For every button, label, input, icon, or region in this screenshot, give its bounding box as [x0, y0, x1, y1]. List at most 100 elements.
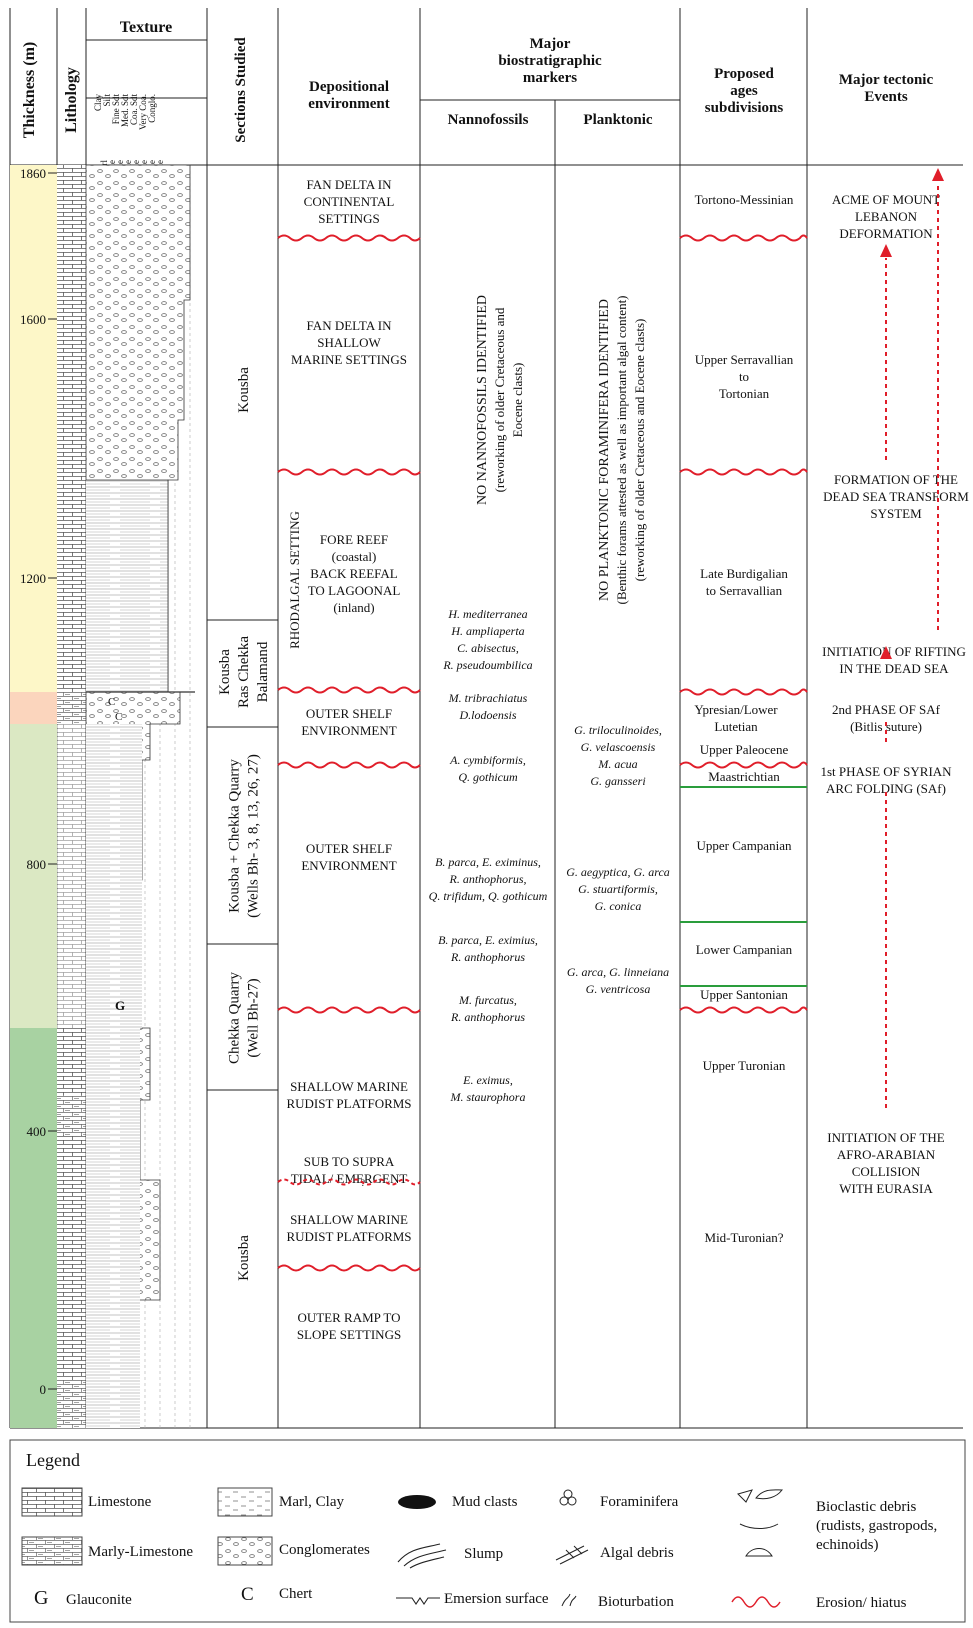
env-2-1: (coastal) — [332, 549, 377, 564]
erosion-wave — [277, 1264, 421, 1272]
band-paleogene — [10, 692, 57, 724]
nanno-2-1: Q. gothicum — [458, 770, 518, 784]
env-4-1: ENVIRONMENT — [301, 723, 396, 738]
age-5-0: Maastrichtian — [708, 769, 780, 784]
erosion-wave — [679, 234, 808, 242]
plank-2-1: G. ventricosa — [586, 982, 651, 996]
band-miocene — [10, 165, 57, 692]
tec-5-1: AFRO-ARABIAN — [837, 1147, 936, 1162]
tec-3-1: (Bitlis suture) — [850, 719, 922, 734]
erosion-wave — [277, 686, 421, 694]
marl-swatch — [217, 1487, 273, 1517]
tec-1-2: SYSTEM — [870, 506, 922, 521]
nanno-0-0: H. mediterranea — [447, 607, 527, 621]
tec-0-1: LEBANON — [855, 209, 918, 224]
bioturbation-icon — [561, 1593, 577, 1607]
texture-top-3: Med. Sdt — [120, 94, 130, 128]
age-1-2: Tortonian — [719, 386, 770, 401]
age-1-0: Upper Serravallian — [695, 352, 794, 367]
tectonic-events: ACME OF MOUNTLEBANONDEFORMATIONFORMATION… — [820, 192, 969, 1196]
age-9-0: Upper Turonian — [703, 1058, 786, 1073]
env-9-0: OUTER RAMP TO — [297, 1310, 400, 1325]
slump-icon — [397, 1543, 447, 1569]
age-2-0: Late Burdigalian — [700, 566, 788, 581]
plank-0-1: G. velascoensis — [581, 740, 656, 754]
plank-1-2: G. conica — [595, 899, 642, 913]
tec-2-1: IN THE DEAD SEA — [839, 661, 949, 676]
plank-header: Planktonic — [583, 112, 653, 128]
env-4-0: OUTER SHELF — [306, 706, 392, 721]
legend-chert: Chert — [279, 1586, 313, 1602]
conglomerates-swatch — [217, 1536, 273, 1566]
env-7-1: TIDAL/ EMERGENT — [291, 1171, 408, 1186]
age-boundaries — [680, 786, 807, 987]
biostrat-header-3: markers — [523, 70, 577, 86]
age-8-0: Upper Santonian — [700, 987, 788, 1002]
env-2-3: TO LAGOONAL — [308, 583, 401, 598]
algal-debris-icon — [555, 1545, 589, 1565]
erosion-wave — [679, 1006, 808, 1014]
env-2-2: BACK REEFAL — [310, 566, 398, 581]
texture-top-6: Conglo. — [147, 94, 157, 123]
section-4-line-0: Kousba — [236, 1235, 252, 1281]
env-0-1: CONTINENTAL — [304, 194, 395, 209]
texture-top-5: Very Coa. — [138, 94, 148, 130]
texture-column: C C G — [85, 164, 195, 1429]
age-3-1: Lutetian — [714, 719, 758, 734]
ages-header-1: Proposed — [714, 66, 774, 82]
texture-top-0: Clay — [93, 94, 103, 111]
emersion-icon — [396, 1597, 440, 1605]
erosion-wave — [277, 468, 421, 476]
legend-conglomerates: Conglomerates — [279, 1542, 370, 1558]
legend-bioclastic-3: echinoids) — [816, 1537, 878, 1553]
erosion-wave — [679, 688, 808, 696]
mud-clasts-icon — [398, 1495, 436, 1509]
erosion-wave — [679, 761, 808, 769]
tick-label: 0 — [40, 1382, 47, 1397]
nanno-4-1: R. anthophorus — [450, 950, 525, 964]
nanno-none-1: (reworking of older Cretaceous and — [492, 307, 507, 492]
legend-mud-clasts: Mud clasts — [452, 1494, 518, 1510]
plank-1-0: G. aegyptica, G. arca — [566, 865, 670, 879]
legend-marl: Marl, Clay — [279, 1494, 344, 1510]
plank-2-0: G. arca, G. linneiana — [567, 965, 669, 979]
env-6-0: SHALLOW MARINE — [290, 1079, 408, 1094]
tec-5-2: COLLISION — [852, 1164, 921, 1179]
chert-symbol: C — [241, 1584, 254, 1605]
thickness-header: Thickness (m) — [21, 42, 38, 138]
env-7-0: SUB TO SUPRA — [304, 1154, 395, 1169]
erosion-wave — [277, 234, 421, 242]
bioclastic-icon — [737, 1489, 784, 1557]
section-3-line-0: Chekka Quarry — [227, 971, 243, 1064]
legend: Legend Limestone Marly-Limestone G Glauc… — [9, 1439, 966, 1623]
erosion-wave — [277, 1178, 421, 1186]
plank-0-0: G. triloculinoides, — [574, 723, 662, 737]
nanno-1-0: M. tribrachiatus — [448, 691, 528, 705]
age-7-0: Lower Campanian — [696, 942, 793, 957]
nanno-0-1: H. ampliaperta — [450, 624, 524, 638]
erosion-wave — [277, 1006, 421, 1014]
plank-1-1: G. stuartiformis, — [578, 882, 658, 896]
section-2-line-0: Kousba + Chekka Quarry — [227, 759, 243, 913]
svg-text:C: C — [108, 696, 115, 708]
legend-bioclastic-2: (rudists, gastropods, — [816, 1518, 937, 1534]
age-6-0: Upper Campanian — [697, 838, 792, 853]
tec-0-2: DEFORMATION — [839, 226, 933, 241]
env-1-1: SHALLOW — [317, 335, 381, 350]
tick-label: 1200 — [20, 571, 46, 586]
erosion-hiatus-lines — [277, 234, 808, 1272]
nannofossil-markers: NO NANNOFOSSILS IDENTIFIED(reworking of … — [429, 295, 548, 1104]
section-1-line-2: Balamand — [255, 641, 271, 702]
env-6-1: RUDIST PLATFORMS — [286, 1096, 411, 1111]
age-0-0: Tortono-Messinian — [695, 192, 794, 207]
tec-2-0: INITIATION OF RIFTING — [822, 644, 966, 659]
svg-text:G: G — [115, 998, 125, 1013]
age-3-0: Ypresian/Lower — [694, 702, 778, 717]
lithology-header: Lithology — [63, 67, 80, 133]
plank-none-1: (Benthic forams attested as well as impo… — [614, 295, 629, 604]
legend-title: Legend — [26, 1450, 80, 1470]
